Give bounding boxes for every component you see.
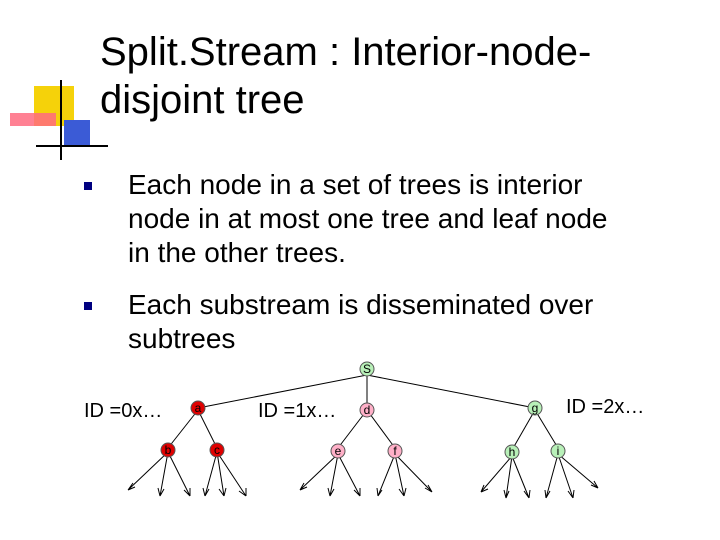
node-h-label: h (509, 445, 516, 459)
node-s-label: S (363, 362, 371, 376)
arrow-c-1 (203, 452, 217, 496)
node-c-label: c (214, 443, 220, 457)
node-b-label: b (165, 443, 172, 457)
arrow-c-3 (217, 452, 246, 496)
node-d-label: d (364, 403, 371, 417)
arrow-h-3 (512, 456, 530, 498)
leaf-arrows (128, 452, 598, 498)
arrow-b-3 (168, 452, 190, 496)
arrow-i-1 (545, 454, 558, 498)
arrow-e-2 (328, 454, 338, 496)
edge-a-b (168, 410, 198, 448)
tree-id-label-2: ID =2x… (566, 396, 644, 418)
arrow-f-1 (377, 454, 395, 496)
arrow-e-3 (338, 454, 360, 496)
arrow-f-3 (395, 454, 432, 492)
edge-s-g (367, 375, 535, 408)
node-a-label: a (195, 401, 202, 415)
tree-id-label-0: ID =0x… (84, 400, 162, 422)
arrow-h-2 (504, 456, 512, 498)
edge-g-h (512, 410, 535, 450)
node-g-label: g (532, 401, 539, 415)
arrow-b-2 (158, 452, 168, 496)
node-i-label: i (557, 444, 560, 458)
edge-g-i (535, 410, 558, 448)
tree-id-label-1: ID =1x… (258, 400, 336, 422)
node-e-label: e (335, 444, 342, 458)
